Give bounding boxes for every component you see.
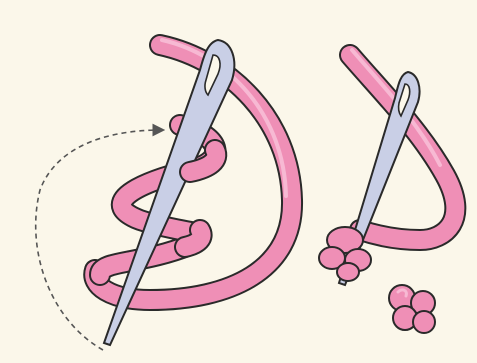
- figure-2-needle-pulled-through-knot: [319, 50, 455, 285]
- figure-3-finished-french-knot: [389, 285, 435, 333]
- thread-coil-front: [185, 150, 216, 247]
- figure-1-needle-wrapped-with-thread: [36, 40, 292, 350]
